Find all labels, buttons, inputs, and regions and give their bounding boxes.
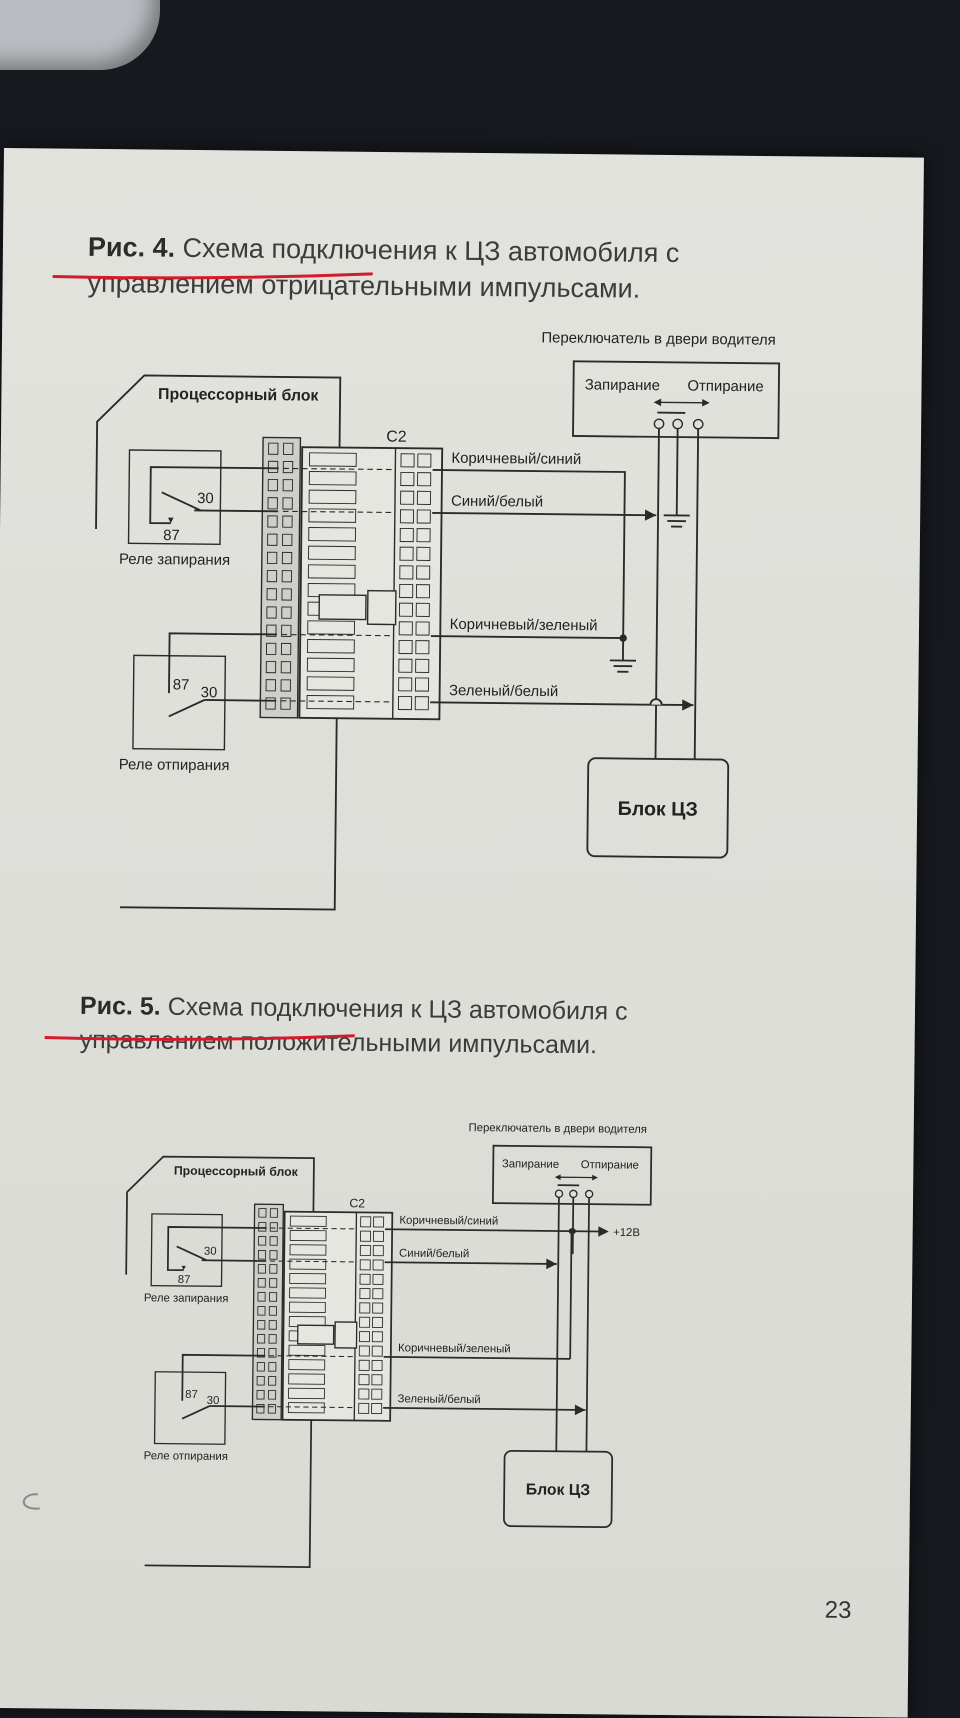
relay-lock-pin-87: 87 <box>178 1274 191 1286</box>
wire-brown-green-label: Коричневый/зеленый <box>398 1342 511 1355</box>
relay-lock-pin-30: 30 <box>197 490 214 507</box>
background-object <box>0 0 160 70</box>
switch-arrowhead-right <box>592 1175 598 1181</box>
switch-terminal-1 <box>654 419 663 428</box>
c2-latch <box>319 595 366 620</box>
wire-brown-green-run <box>431 636 623 638</box>
wire-brown-green-riser <box>570 1231 571 1359</box>
pen-mark <box>10 1488 50 1518</box>
relay-lock-wire-30 <box>194 510 278 511</box>
wire-green-white-arrow <box>575 1405 586 1416</box>
switch-terminal-3 <box>693 420 702 429</box>
relay-lock-pin-87: 87 <box>163 527 180 544</box>
switch-lock-label: Запирание <box>502 1158 559 1171</box>
relay-unlock-contact <box>169 700 205 717</box>
processor-block-label: Процессорный блок <box>174 1164 299 1179</box>
relay-lock-wire-30 <box>202 1260 267 1261</box>
relay-lock-label: Реле запирания <box>144 1292 229 1305</box>
wire-brown-green-label: Коричневый/зеленый <box>450 616 598 635</box>
switch-terminal-3 <box>585 1190 592 1197</box>
supply-arrow <box>598 1226 609 1237</box>
switch-line-common <box>677 429 678 503</box>
switch-arrowhead-left <box>555 1174 561 1180</box>
c2-label: C2 <box>386 428 407 445</box>
wire-crossover <box>650 699 661 705</box>
manual-page: Рис. 4. Схема подключения к ЦЗ автомобил… <box>0 148 924 1718</box>
wire-blue-white-run <box>432 513 656 515</box>
c2-latch <box>298 1325 334 1344</box>
central-lock-block-label: Блок ЦЗ <box>526 1481 591 1499</box>
relay-lock-pin-30: 30 <box>204 1246 217 1258</box>
figure-4-caption-text: Схема подключения к ЦЗ автомобиля с упра… <box>87 233 679 304</box>
connector-pin-strip <box>260 437 300 717</box>
wire-brown-green-run <box>384 1357 571 1359</box>
relay-unlock-box <box>133 655 225 749</box>
switch-unlock-label: Отпирание <box>581 1159 639 1172</box>
switch-line-lock <box>556 1197 559 1451</box>
relay-unlock-label: Реле отпирания <box>119 756 230 774</box>
relay-unlock-contact <box>182 1406 209 1419</box>
relay-lock-contact <box>162 492 201 510</box>
switch-terminal-2 <box>570 1190 577 1197</box>
wire-green-white-run <box>383 1408 585 1410</box>
wire-brown-blue-label: Коричневый/синий <box>451 450 581 468</box>
switch-arrowhead-right <box>702 399 710 407</box>
c2-latch-clip <box>368 591 396 625</box>
wire-green-white-label: Зеленый/белый <box>449 682 558 700</box>
processor-block-label: Процессорный блок <box>158 386 319 405</box>
relay-unlock-pin-87: 87 <box>185 1389 198 1401</box>
figure-5-number: Рис. 5. <box>80 992 161 1021</box>
page-number: 23 <box>825 1597 852 1625</box>
wire-green-white-label: Зеленый/белый <box>397 1393 480 1406</box>
switch-title: Переключатель в двери водителя <box>468 1122 647 1136</box>
wire-blue-white-label: Синий/белый <box>451 493 543 511</box>
relay-unlock-pin-87: 87 <box>173 676 190 693</box>
relay-unlock-pin-30: 30 <box>201 684 218 701</box>
switch-lock-label: Запирание <box>585 376 660 394</box>
switch-line-lock <box>656 428 659 758</box>
switch-line-common <box>573 1197 574 1254</box>
wire-blue-white-label: Синий/белый <box>399 1248 469 1261</box>
connector-pin-strip <box>252 1204 283 1420</box>
wire-green-white-arrow <box>682 699 693 710</box>
relay-unlock-box <box>155 1372 226 1444</box>
wire-brown-blue-label: Коричневый/синий <box>399 1215 498 1228</box>
switch-unlock-label: Отпирание <box>687 378 764 396</box>
c2-latch-clip <box>335 1322 357 1348</box>
relay-unlock-label: Реле отпирания <box>144 1450 228 1463</box>
central-lock-block-label: Блок ЦЗ <box>618 798 698 821</box>
c2-label: C2 <box>349 1196 365 1210</box>
relay-unlock-pin-30: 30 <box>207 1395 220 1407</box>
wire-blue-white-run <box>385 1262 557 1264</box>
wire-blue-white-arrow <box>645 510 656 521</box>
switch-terminal-2 <box>673 419 682 428</box>
figure-4-number: Рис. 4. <box>88 232 175 263</box>
switch-title: Переключатель в двери водителя <box>541 329 776 348</box>
switch-arrowhead-left <box>654 399 662 407</box>
wire-blue-white-arrow <box>546 1259 557 1270</box>
relay-lock-contact <box>177 1246 207 1260</box>
wire-brown-blue-run <box>385 1229 600 1231</box>
switch-line-unlock <box>586 1198 589 1452</box>
figure-4-caption: Рис. 4. Схема подключения к ЦЗ автомобил… <box>87 229 808 309</box>
relay-lock-label: Реле запирания <box>119 551 230 569</box>
supply-label: +12B <box>613 1227 640 1239</box>
switch-line-unlock <box>695 429 698 759</box>
switch-terminal-1 <box>555 1190 562 1197</box>
